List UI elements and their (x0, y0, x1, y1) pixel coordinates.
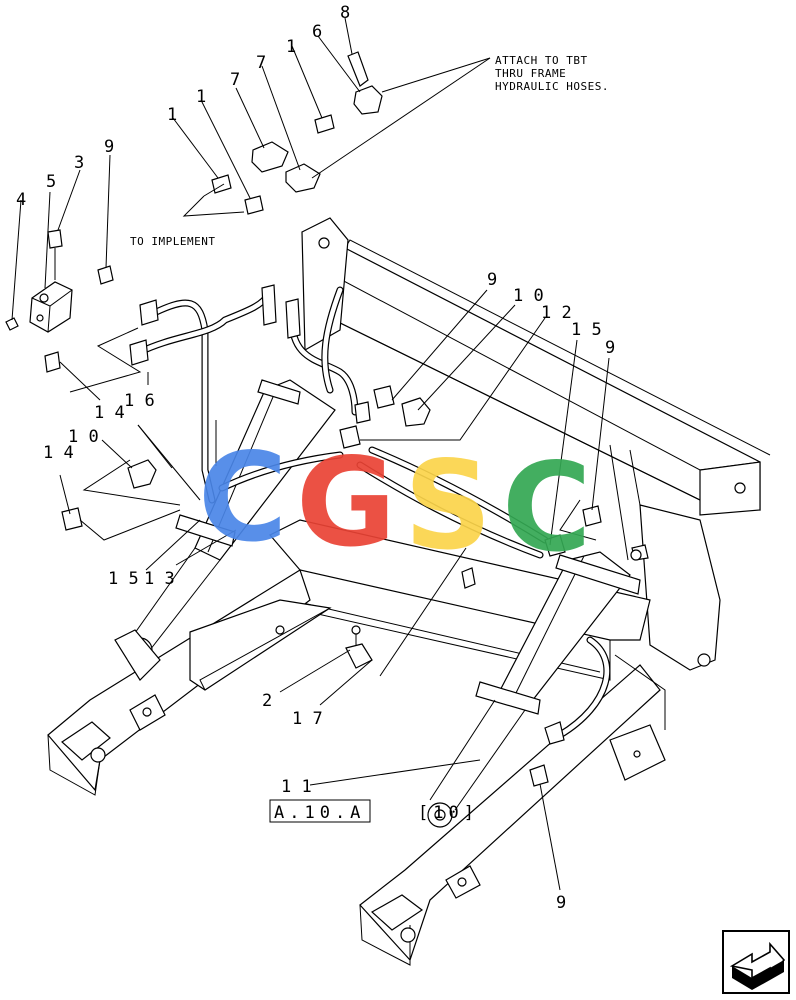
callout-13: 1 3 (144, 569, 175, 589)
callout-9-bottom: 9 (556, 893, 566, 913)
callout-9-right: 9 (605, 338, 615, 358)
callout-4: 4 (16, 190, 26, 210)
callout-15-a: 1 5 (571, 320, 602, 340)
to-implement-note: TO IMPLEMENT (130, 235, 215, 248)
callout-9-top: 9 (104, 137, 114, 157)
reference-sub: [10] (418, 803, 479, 823)
callout-15-b: 1 5 (108, 569, 139, 589)
callout-1-c: 1 (286, 37, 296, 57)
watermark: C G S C (198, 427, 592, 579)
callout-5: 5 (46, 172, 56, 192)
callout-12: 1 2 (541, 303, 572, 323)
callout-14-b: 1 4 (43, 443, 74, 463)
reference-label: A.10.A (274, 803, 365, 823)
section-reference[interactable]: A.10.A [10] (269, 799, 479, 823)
callout-6: 6 (312, 22, 322, 42)
main-frame (47, 217, 771, 966)
fittings (5, 51, 602, 787)
right-cylinder (427, 544, 649, 828)
callout-14-a: 1 4 (94, 403, 125, 423)
notes: ATTACH TO TBT THRU FRAME HYDRAULIC HOSES… (130, 54, 609, 248)
callout-8: 8 (340, 3, 350, 23)
callouts: 4 5 3 9 1 1 7 7 1 6 8 1 4 1 0 1 6 1 4 9 … (16, 3, 615, 913)
attach-note-line2: THRU FRAME (495, 67, 566, 80)
callout-2: 2 (262, 691, 272, 711)
reference-box (269, 799, 371, 823)
attach-note-line1: ATTACH TO TBT (495, 54, 588, 67)
callout-17: 1 7 (292, 709, 323, 729)
hydraulic-hoses (136, 286, 611, 739)
next-page-arrow-icon[interactable] (722, 930, 790, 994)
callout-11: 1 1 (281, 777, 312, 797)
watermark-letter-s: S (404, 435, 492, 577)
callout-7-a: 7 (230, 70, 240, 90)
callout-16: 1 6 (124, 391, 155, 411)
leader-lines (11, 17, 610, 891)
callout-1-b: 1 (196, 87, 206, 107)
callout-3: 3 (74, 153, 84, 173)
watermark-letter-c1: C (198, 427, 288, 569)
callout-10-b: 1 0 (513, 286, 544, 306)
callout-10-a: 1 0 (68, 427, 99, 447)
callout-9-mid: 9 (487, 270, 497, 290)
attach-note-line3: HYDRAULIC HOSES. (495, 80, 609, 93)
watermark-letter-c2: C (502, 437, 592, 579)
callout-1-a: 1 (167, 105, 177, 125)
watermark-letter-g: G (296, 432, 396, 574)
callout-7-b: 7 (256, 53, 266, 73)
